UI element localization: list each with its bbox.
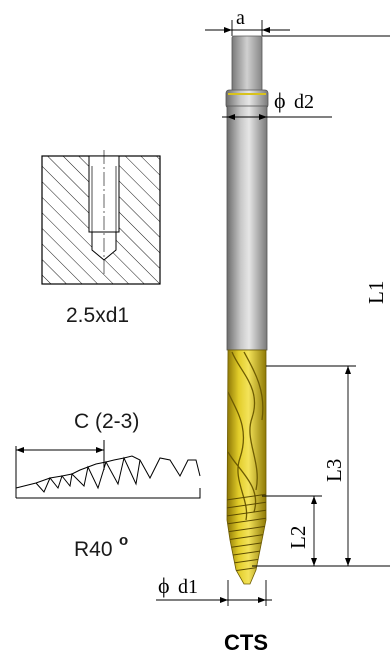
label-degree-mark: o [119, 532, 128, 549]
tap [225, 35, 269, 585]
label-chamfer: C (2-3) [74, 410, 139, 433]
label-l3: L3 [322, 459, 346, 482]
tap-shank [226, 105, 268, 351]
label-a: a [236, 7, 245, 29]
label-l2: L2 [286, 526, 310, 549]
label-hole-depth: 2.5xd1 [66, 304, 129, 327]
product-title: CTS [224, 630, 268, 655]
tap-square-end [231, 35, 263, 93]
dimension-lines [156, 20, 390, 606]
tap-neck [225, 89, 269, 109]
label-d2-group: ϕ d2 [274, 88, 314, 113]
blind-hole-section [41, 150, 161, 285]
label-d1: d1 [178, 576, 198, 598]
label-l1: L1 [364, 281, 388, 304]
diameter-symbol-d1: ϕ [158, 573, 170, 598]
label-d1-group: ϕ d1 [158, 573, 198, 598]
thread-profile [15, 440, 201, 499]
tap-coated-section [226, 349, 267, 585]
label-rake: R40 [74, 538, 113, 561]
chamfer-arrows [16, 447, 104, 453]
diameter-symbol-d2: ϕ [274, 88, 286, 113]
dimension-arrows [220, 27, 351, 603]
spiral-flutes [227, 351, 264, 521]
label-rake-group: R40 o [74, 532, 128, 561]
label-d2: d2 [294, 91, 314, 113]
